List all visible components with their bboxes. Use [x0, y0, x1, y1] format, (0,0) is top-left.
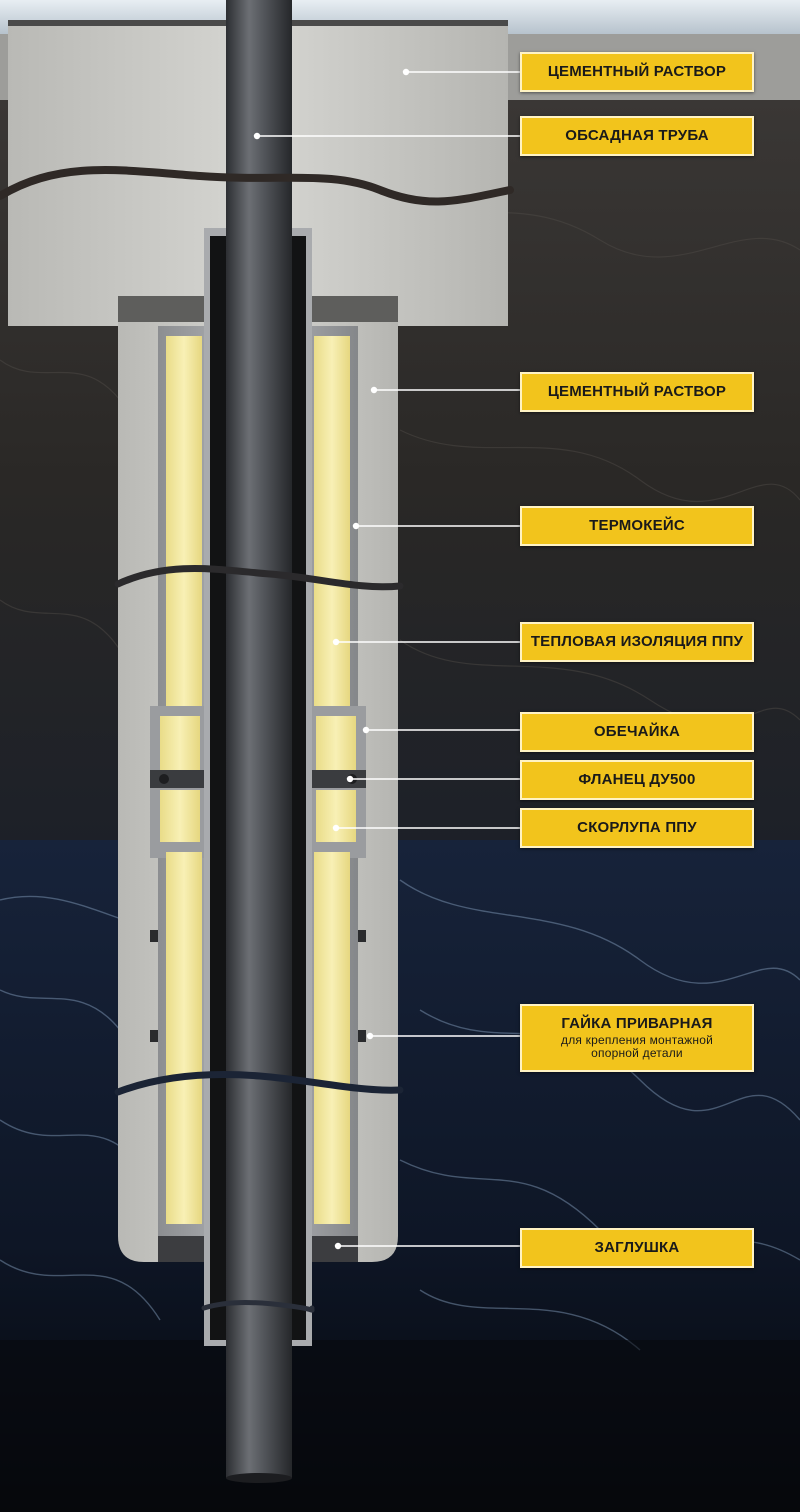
weld-nut-left-1 [150, 930, 158, 942]
label-casing-pipe: ОБСАДНАЯ ТРУБА [520, 116, 754, 156]
ppu-shell-right-lower [316, 790, 356, 842]
weld-nut-left-2 [150, 1030, 158, 1042]
label-casing-pipe-text: ОБСАДНАЯ ТРУБА [565, 126, 709, 144]
label-cement-side: ЦЕМЕНТНЫЙ РАСТВОР [520, 372, 754, 412]
flange-bolt-left [159, 774, 169, 784]
label-cement-side-text: ЦЕМЕНТНЫЙ РАСТВОР [547, 382, 727, 400]
label-end-cap: ЗАГЛУШКА [520, 1228, 754, 1268]
label-ppu-shell: СКОРЛУПА ППУ [520, 808, 754, 848]
insulation-left-lower [166, 852, 202, 1224]
label-end-cap-text: ЗАГЛУШКА [594, 1238, 680, 1256]
end-cap-right [312, 1236, 358, 1262]
label-flange-text: ФЛАНЕЦ ДУ500 [578, 770, 696, 788]
end-cap-left [158, 1236, 204, 1262]
outer-casing-wall-right [290, 236, 306, 1340]
label-ppu-shell-text: СКОРЛУПА ППУ [577, 818, 697, 836]
break-marks [0, 166, 514, 1313]
outer-casing-wall-left [210, 236, 226, 1340]
label-thermocase: ТЕРМОКЕЙС [520, 506, 754, 546]
ppu-shell-right-upper [316, 716, 356, 770]
label-flange: ФЛАНЕЦ ДУ500 [520, 760, 754, 800]
insulation-right-upper [314, 336, 350, 708]
label-weld-nut: ГАЙКА ПРИВАРНАЯ для крепления монтажной … [520, 1004, 754, 1072]
ppu-shell-left-upper [160, 716, 200, 770]
flange-left [150, 770, 208, 788]
label-thermocase-text: ТЕРМОКЕЙС [589, 516, 685, 534]
insulation-left-upper [166, 336, 202, 708]
label-shell: ОБЕЧАЙКА [520, 712, 754, 752]
label-weld-nut-desc-1: для крепления монтажной [561, 1033, 713, 1048]
label-weld-nut-desc-2: опорной детали [591, 1046, 683, 1061]
leader-dots [253, 68, 410, 1250]
casing-pipe-bottom [226, 1473, 292, 1483]
label-shell-text: ОБЕЧАЙКА [593, 722, 681, 740]
bottom-water [0, 1340, 800, 1512]
label-weld-nut-title: ГАЙКА ПРИВАРНАЯ [561, 1014, 713, 1032]
insulation-right-lower [314, 852, 350, 1224]
weld-nut-right-1 [358, 930, 366, 942]
label-ppu-insulation-text: ТЕПЛОВАЯ ИЗОЛЯЦИЯ ППУ [530, 632, 744, 650]
label-cement-top: ЦЕМЕНТНЫЙ РАСТВОР [520, 52, 754, 92]
ppu-shell-left-lower [160, 790, 200, 842]
label-ppu-insulation: ТЕПЛОВАЯ ИЗОЛЯЦИЯ ППУ [520, 622, 754, 662]
weld-nut-right-2 [358, 1030, 366, 1042]
leader-lines [257, 71, 520, 1247]
label-cement-top-text: ЦЕМЕНТНЫЙ РАСТВОР [547, 62, 727, 80]
casing-pipe [226, 0, 292, 1478]
